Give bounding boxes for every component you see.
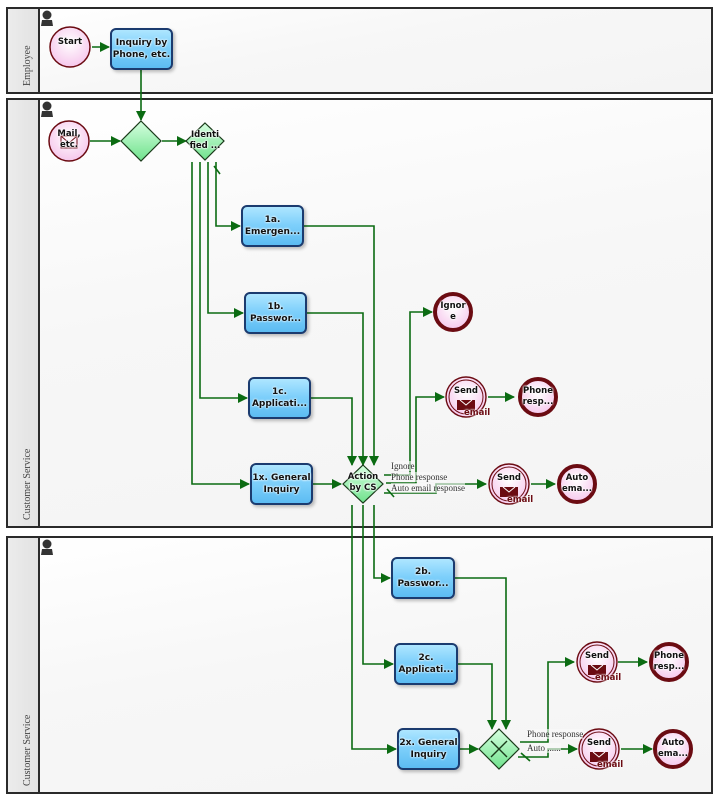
edge-label-ignore: Ignore: [391, 461, 415, 471]
default-flow-marker: [386, 488, 395, 498]
flow-exclusive-to-send-email-4[interactable]: [518, 744, 578, 758]
send-email-4-sublabel: email: [597, 760, 624, 770]
flow-identified-to-1b[interactable]: [207, 162, 244, 318]
flow-1a-to-action[interactable]: [303, 225, 379, 466]
edge-label-phone-response: Phone response: [391, 472, 448, 482]
phone-response-end-event-2[interactable]: [649, 642, 689, 682]
person-icon: [41, 10, 53, 26]
send-email-event-2[interactable]: [488, 463, 530, 505]
task-2x-general-inquiry[interactable]: 2x. General Inquiry: [397, 728, 460, 770]
send-email-event-4[interactable]: [578, 728, 620, 770]
envelope-icon: [60, 135, 78, 149]
flow-1b-to-action[interactable]: [306, 312, 368, 466]
phone-response-end-event[interactable]: [518, 377, 558, 417]
task-1x-general-inquiry[interactable]: 1x. General Inquiry: [250, 463, 313, 505]
task-2c-application[interactable]: 2c. Applicati...: [394, 643, 458, 685]
flow-action-to-2b[interactable]: [373, 505, 391, 583]
lane-header: Employee: [8, 9, 40, 92]
edge-label-auto-email-response: Auto email response: [391, 483, 465, 493]
send-email-event-3[interactable]: [576, 641, 618, 683]
person-icon: [41, 539, 53, 555]
person-icon: [41, 101, 53, 117]
send-email-3-sublabel: email: [595, 673, 622, 683]
flow-identified-to-1a[interactable]: [215, 162, 241, 231]
flow-identified-to-1c[interactable]: [199, 162, 248, 403]
lane-header: Customer Service: [8, 100, 40, 526]
task-2b-password[interactable]: 2b. Passwor...: [391, 557, 455, 599]
flow-action-to-ignore[interactable]: [384, 307, 433, 476]
flow-2b-to-exclusive[interactable]: [455, 577, 511, 730]
flow-identified-to-1x[interactable]: [191, 162, 250, 489]
flow-1c-to-action[interactable]: [311, 397, 357, 466]
send-email-event-1[interactable]: [445, 376, 487, 418]
mail-start-event[interactable]: [48, 120, 90, 162]
merge-gateway[interactable]: [120, 120, 162, 162]
flow-2c-to-exclusive[interactable]: [458, 663, 497, 730]
edge-label-phone-response-2: Phone response: [527, 729, 584, 739]
ignore-end-event[interactable]: [433, 292, 473, 332]
flow-action-to-2c[interactable]: [362, 505, 394, 669]
send-email-1-sublabel: email: [464, 408, 491, 418]
flow-action-to-2x[interactable]: [351, 505, 397, 754]
edge-label-auto-2: Auto ......: [527, 743, 561, 753]
send-email-2-sublabel: email: [507, 495, 534, 505]
task-1a-emergency[interactable]: 1a. Emergen...: [241, 205, 304, 247]
auto-email-end-event[interactable]: [557, 464, 597, 504]
task-inquiry-by-phone[interactable]: Inquiry by Phone, etc.: [110, 28, 173, 70]
default-flow-marker: [213, 165, 221, 175]
identified-gateway[interactable]: [185, 122, 225, 161]
default-flow-marker: [520, 752, 531, 762]
exclusive-x-icon: [490, 740, 508, 758]
task-1b-password[interactable]: 1b. Passwor...: [244, 292, 307, 334]
action-by-cs-gateway[interactable]: [342, 464, 384, 504]
flow-exclusive-to-send-email-3[interactable]: [520, 657, 575, 743]
task-1c-application[interactable]: 1c. Applicati...: [248, 377, 311, 419]
start-event[interactable]: [49, 26, 91, 68]
auto-email-end-event-2[interactable]: [653, 729, 693, 769]
lane-header: Customer Service: [8, 538, 40, 792]
